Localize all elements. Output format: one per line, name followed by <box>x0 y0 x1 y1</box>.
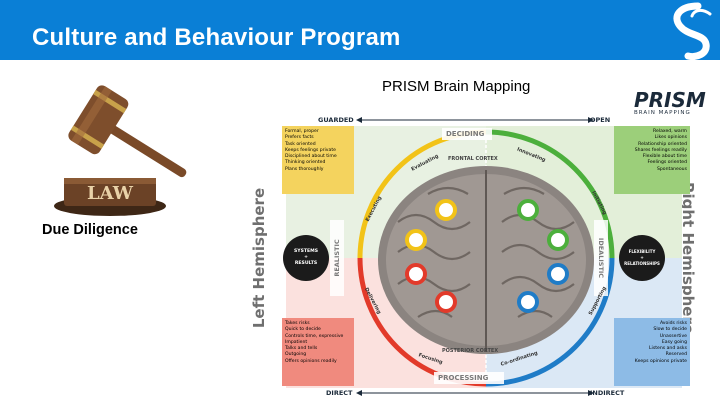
prism-logo: PRISM BRAIN MAPPING <box>634 90 706 116</box>
trait-item: Quick to decide <box>285 327 321 333</box>
systems-results-badge: SYSTEMS + RESULTS <box>294 249 318 267</box>
due-diligence-caption: Due Diligence <box>42 222 138 238</box>
deciding-label: DECIDING <box>446 130 485 138</box>
badge-line: RELATIONSHIPS <box>624 261 660 266</box>
trait-item: Disciplined about time <box>285 154 337 160</box>
realistic-label: REALISTIC <box>333 239 341 277</box>
trait-item: Relationship oriented <box>638 141 687 147</box>
company-logo-icon <box>673 2 712 60</box>
badge-line: FLEXIBILITY <box>628 249 656 254</box>
indirect-label: INDIRECT <box>590 389 625 397</box>
trait-item: Relaxed, warm <box>653 129 687 134</box>
trait-item: Formal, proper <box>285 129 319 134</box>
trait-item: Slow to decide <box>653 327 687 333</box>
trait-item: Reserved <box>665 352 687 358</box>
frontal-cortex-label: FRONTAL CORTEX <box>448 156 498 162</box>
trait-item: Unassertive <box>659 333 687 339</box>
trait-item: Takes risks <box>285 321 310 326</box>
badge-line: RESULTS <box>294 261 318 266</box>
left-hemisphere-label: Left Hemisphere <box>250 187 268 329</box>
trait-item: Task oriented <box>285 141 316 147</box>
prism-logo-name: PRISM <box>634 88 706 112</box>
gavel-icon: LAW <box>54 85 187 216</box>
trait-item: Controls time, expressive <box>285 333 344 339</box>
top-left-traits: Formal, proper Prefers facts Task orient… <box>282 126 354 194</box>
badge-line: + <box>640 255 644 260</box>
trait-item: Keeps feelings private <box>285 147 336 153</box>
chart-heading: PRISM Brain Mapping <box>382 78 531 95</box>
brain-map-graphic <box>282 117 690 396</box>
badge-line: + <box>304 255 308 260</box>
flexibility-relationships-badge: FLEXIBILITY + RELATIONSHIPS <box>624 249 660 267</box>
processing-label: PROCESSING <box>438 374 489 382</box>
trait-item: Shares feelings readily <box>634 147 687 153</box>
open-label: OPEN <box>590 116 611 124</box>
posterior-cortex-label: POSTERIOR CORTEX <box>442 348 499 354</box>
trait-item: Prefers facts <box>285 135 314 141</box>
direct-label: DIRECT <box>326 389 353 397</box>
trait-item: Easy going <box>661 339 687 345</box>
trait-item: Listens and asks <box>649 346 687 352</box>
trait-item: Keeps opinions private <box>634 358 687 364</box>
trait-item: Flexible about time <box>642 154 687 160</box>
trait-item: Spontaneous <box>656 166 687 172</box>
badge-line: SYSTEMS <box>293 249 319 254</box>
trait-item: Feelings oriented <box>647 160 687 166</box>
trait-item: Impatient <box>285 339 308 345</box>
trait-item: Talks and tells <box>285 346 318 352</box>
top-right-traits: Relaxed, warm Likes opinions Relationshi… <box>614 126 690 194</box>
trait-item: Outgoing <box>285 352 307 358</box>
page-title: Culture and Behaviour Program <box>32 24 401 51</box>
idealistic-label: IDEALISTIC <box>597 237 605 279</box>
trait-item: Avoids risks <box>659 321 687 326</box>
trait-item: Thinking oriented <box>285 160 326 166</box>
guarded-label: GUARDED <box>318 116 354 124</box>
header-bar: Culture and Behaviour Program <box>0 0 720 60</box>
trait-item: Likes opinions <box>654 135 687 141</box>
bottom-right-traits: Avoids risks Slow to decide Unassertive … <box>614 318 690 386</box>
trait-item: Offers opinions readily <box>285 358 337 364</box>
bottom-left-traits: Takes risks Quick to decide Controls tim… <box>282 318 354 386</box>
prism-logo-tagline: BRAIN MAPPING <box>634 110 691 116</box>
gavel-label: LAW <box>87 183 134 204</box>
brain-map: GUARDED OPEN DIRECT INDIRECT DECIDING PR… <box>278 112 694 405</box>
trait-item: Plans thoroughly <box>285 166 324 172</box>
